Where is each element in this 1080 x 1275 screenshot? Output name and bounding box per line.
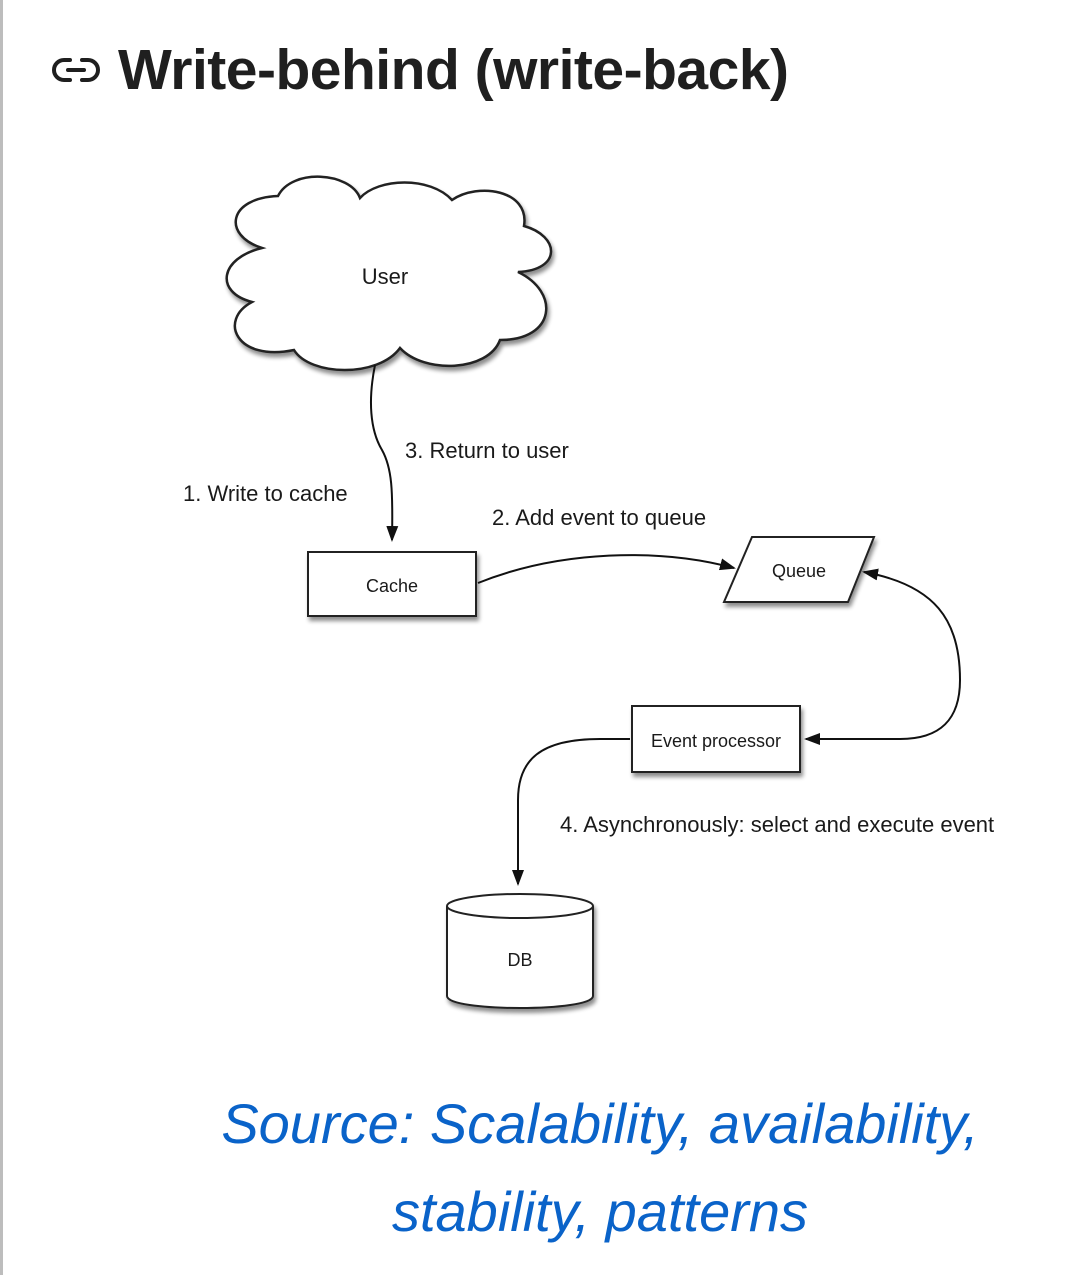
db-label: DB: [507, 950, 532, 970]
user-label: User: [362, 264, 408, 289]
db-node: DB: [446, 893, 594, 1009]
queue-node: Queue: [722, 536, 876, 603]
queue-label: Queue: [772, 561, 826, 581]
section-title: Write-behind (write-back): [118, 38, 789, 102]
cache-label: Cache: [366, 576, 418, 596]
edge-label-add-event: 2. Add event to queue: [492, 505, 706, 530]
edge-label-write-to-cache: 1. Write to cache: [183, 481, 348, 506]
write-behind-diagram: User 3. Return to user 1. Write to cache…: [183, 175, 994, 1009]
event-processor-node: Event processor: [631, 705, 801, 773]
source-caption[interactable]: Source: Scalability, availability, stabi…: [120, 1080, 1080, 1256]
user-node: User: [225, 175, 553, 372]
edge-cache-to-queue: [477, 554, 736, 584]
link-icon[interactable]: [48, 50, 104, 90]
edge-user-to-cache: [369, 364, 399, 542]
left-border: [0, 0, 3, 1275]
edge-processor-to-queue: [806, 568, 962, 740]
edge-processor-to-db: [512, 738, 630, 886]
edge-label-async-execute: 4. Asynchronously: select and execute ev…: [560, 812, 994, 837]
event-processor-label: Event processor: [651, 731, 781, 751]
caption-line-2[interactable]: stability, patterns: [391, 1180, 809, 1243]
section-heading: Write-behind (write-back): [48, 30, 789, 110]
edge-label-return-to-user: 3. Return to user: [405, 438, 569, 463]
caption-line-1[interactable]: Source: Scalability, availability,: [221, 1092, 979, 1155]
cache-node: Cache: [307, 551, 477, 617]
